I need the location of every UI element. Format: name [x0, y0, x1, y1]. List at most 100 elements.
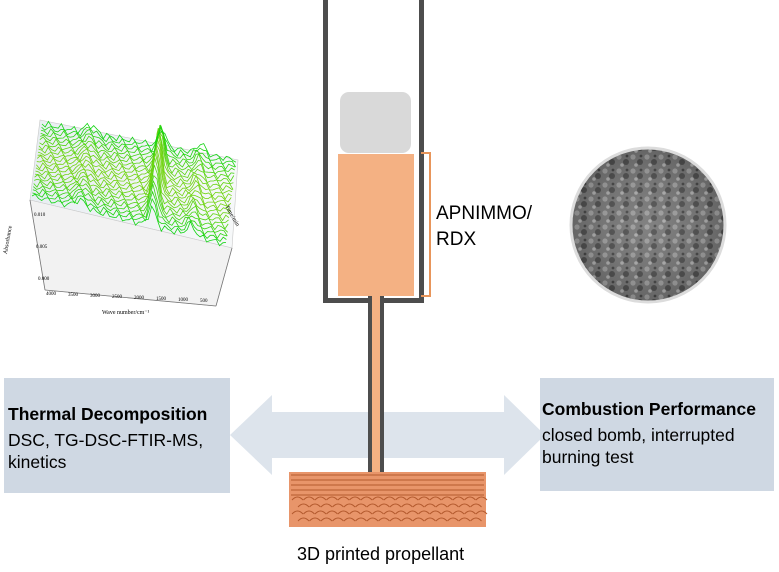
print-strand [337, 496, 350, 501]
combustion-performance-line2: burning test [542, 447, 634, 467]
printed-block [289, 472, 488, 527]
ftir-trace [41, 125, 236, 168]
print-strand [372, 496, 384, 501]
print-strand [297, 517, 310, 522]
print-strand [360, 496, 373, 501]
ftir-plot [29, 119, 239, 307]
print-strand [458, 503, 471, 508]
print-strand [320, 517, 333, 522]
ftir-trace [32, 191, 227, 242]
print-strand [424, 517, 436, 522]
print-strand [395, 510, 407, 515]
print-strand [291, 496, 304, 501]
ftir-x-ticks: 4000 3500 3000 2500 2000 1500 1000 500 [46, 292, 216, 304]
thermal-decomposition-panel: Thermal Decomposition DSC, TG-DSC-FTIR-M… [4, 378, 230, 493]
print-strand [429, 496, 442, 501]
print-strand [475, 510, 488, 515]
print-strand [314, 496, 327, 501]
ftir-x-label: Wave number/cm⁻¹ [102, 310, 150, 316]
sem-image [569, 146, 727, 304]
print-strand [464, 510, 476, 515]
print-strand [435, 517, 448, 522]
print-strand [395, 496, 407, 501]
print-strand [326, 496, 338, 501]
ftir-trace [34, 164, 229, 224]
thermal-decomposition-line1: DSC, TG-DSC-FTIR-MS, [8, 430, 204, 450]
caption: 3D printed propellant [297, 544, 465, 564]
print-strand [372, 510, 384, 515]
print-strand [326, 510, 338, 515]
print-strand [332, 503, 344, 508]
print-strand [291, 510, 304, 515]
print-strand [447, 517, 459, 522]
thermal-decomposition-title: Thermal Decomposition [8, 404, 208, 424]
print-strand [429, 510, 442, 515]
print-strand [378, 517, 390, 522]
print-strand [389, 503, 402, 508]
print-strand [366, 517, 379, 522]
print-strand [458, 517, 471, 522]
ftir-x-tick: 2000 [134, 296, 144, 301]
print-strand [424, 503, 436, 508]
print-strand [343, 503, 356, 508]
print-strand [389, 517, 402, 522]
print-strand [309, 517, 321, 522]
propellant-fill [338, 154, 414, 296]
print-strand [349, 496, 361, 501]
ftir-trace [37, 131, 232, 200]
print-strand [355, 517, 367, 522]
print-strand [378, 503, 390, 508]
print-strand [412, 503, 425, 508]
print-strand [406, 510, 419, 515]
ftir-trace [36, 145, 231, 212]
syringe-label-line1: APNIMMO/ [436, 203, 533, 224]
print-strand [441, 510, 453, 515]
print-strand [464, 496, 476, 501]
print-strand [309, 503, 321, 508]
print-strand [303, 510, 315, 515]
print-strand [355, 503, 367, 508]
combustion-performance-panel: Combustion Performance closed bomb, inte… [540, 378, 774, 491]
syringe [323, 0, 431, 472]
ftir-x-tick: 1000 [178, 298, 188, 303]
print-strand [314, 510, 327, 515]
print-strand [343, 517, 356, 522]
ftir-trace [34, 157, 230, 222]
ftir-x-tick: 1500 [156, 297, 166, 302]
print-strand [441, 496, 453, 501]
print-strand [435, 503, 448, 508]
print-strand [337, 510, 350, 515]
print-strand [418, 510, 430, 515]
combustion-performance-line1: closed bomb, interrupted [542, 425, 735, 445]
print-strand [401, 503, 413, 508]
ftir-trace [38, 128, 233, 192]
thermal-decomposition-line2: kinetics [8, 452, 67, 472]
combustion-performance-title: Combustion Performance [542, 399, 756, 419]
ftir-y-tick: 0.010 [34, 213, 46, 218]
ftir-trace [40, 124, 235, 178]
ftir-x-tick: 2500 [112, 295, 122, 300]
print-strand [303, 496, 315, 501]
print-strand [418, 496, 430, 501]
print-strand [475, 496, 488, 501]
print-strand [406, 496, 419, 501]
double-arrow [230, 395, 545, 475]
print-strand [412, 517, 425, 522]
ftir-trace [41, 120, 237, 163]
print-strand [383, 496, 396, 501]
print-strand [452, 510, 465, 515]
print-strand [383, 510, 396, 515]
print-strand [470, 503, 482, 508]
ftir-x-tick: 4000 [46, 292, 56, 297]
print-strand [349, 510, 361, 515]
ftir-y-tick: 0.005 [36, 245, 48, 250]
ftir-trace [35, 147, 231, 214]
ftir-x-tick: 500 [200, 299, 208, 304]
print-strand [366, 503, 379, 508]
print-strand [332, 517, 344, 522]
print-strand [360, 510, 373, 515]
ftir-x-tick: 3000 [90, 294, 100, 299]
print-strand [470, 517, 482, 522]
bracket [421, 152, 431, 297]
